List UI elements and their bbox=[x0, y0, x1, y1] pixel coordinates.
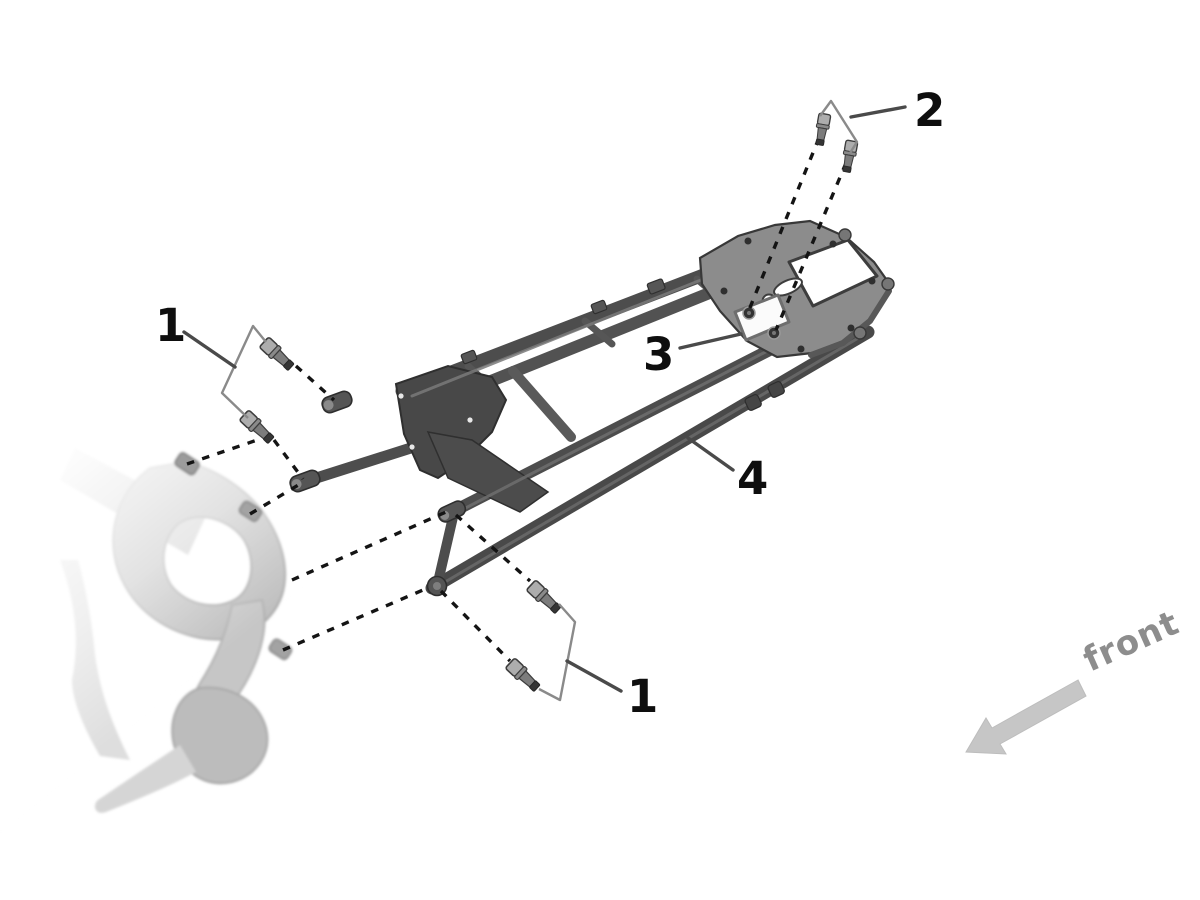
bolt-2-left bbox=[812, 112, 832, 147]
leader-2 bbox=[849, 105, 907, 119]
front-arrow-icon bbox=[965, 679, 1087, 755]
dash-bolt3b-to-plate bbox=[774, 162, 848, 331]
bracket-group2 bbox=[819, 99, 859, 154]
plate-edge-bumps bbox=[838, 228, 895, 340]
rail-highlight-3 bbox=[438, 335, 862, 587]
subframe-end-riser bbox=[433, 512, 458, 587]
callout-1-lower: 1 bbox=[627, 670, 658, 723]
dash-tab2-to-eye bbox=[249, 482, 301, 516]
alignment-dashed-lines bbox=[186, 137, 848, 663]
callout-2: 2 bbox=[914, 84, 945, 137]
bracket-holes bbox=[398, 393, 473, 450]
plate-holes bbox=[720, 237, 876, 353]
main-frame-fade-overlay bbox=[0, 400, 360, 840]
bracket-group1-upper bbox=[220, 324, 267, 419]
bolt-1b-upper bbox=[525, 578, 564, 617]
bracket-group1-lower bbox=[538, 603, 577, 702]
rear-subframe bbox=[289, 219, 895, 597]
under-rail-lugs bbox=[744, 380, 785, 411]
subframe-bracket-gusset bbox=[426, 431, 550, 513]
leader-4 bbox=[686, 436, 735, 472]
front-direction: front bbox=[965, 603, 1185, 755]
mounting-plate-3 bbox=[733, 293, 791, 342]
leader-1-upper bbox=[182, 330, 237, 369]
dash-frame-to-right-eye bbox=[291, 510, 447, 582]
mount-eye-upper-left bbox=[321, 390, 353, 414]
callout-labels: 1 2 3 4 1 bbox=[155, 84, 945, 723]
callout-4: 4 bbox=[737, 452, 768, 505]
seat-hook-tabs bbox=[460, 278, 666, 365]
callout-1-upper: 1 bbox=[155, 299, 186, 352]
subframe-mid-tube bbox=[508, 366, 576, 442]
dash-tab1-to-bolt1b bbox=[186, 435, 267, 466]
dash-bolt1a-to-eye bbox=[294, 364, 336, 402]
leader-1-lower bbox=[565, 659, 623, 693]
front-label: front bbox=[1077, 603, 1185, 680]
bolt-1b-lower bbox=[504, 656, 543, 695]
main-frame-faded bbox=[0, 400, 360, 840]
callout-3: 3 bbox=[643, 328, 674, 381]
callout-leaders bbox=[182, 105, 907, 693]
dash-lug-to-bolt2b bbox=[439, 589, 512, 663]
mount-eye-right bbox=[437, 500, 467, 523]
dash-tab3-to-lug bbox=[282, 585, 431, 652]
dash-right-eye-to-bolt2a bbox=[454, 513, 532, 583]
leader-3 bbox=[678, 332, 743, 350]
